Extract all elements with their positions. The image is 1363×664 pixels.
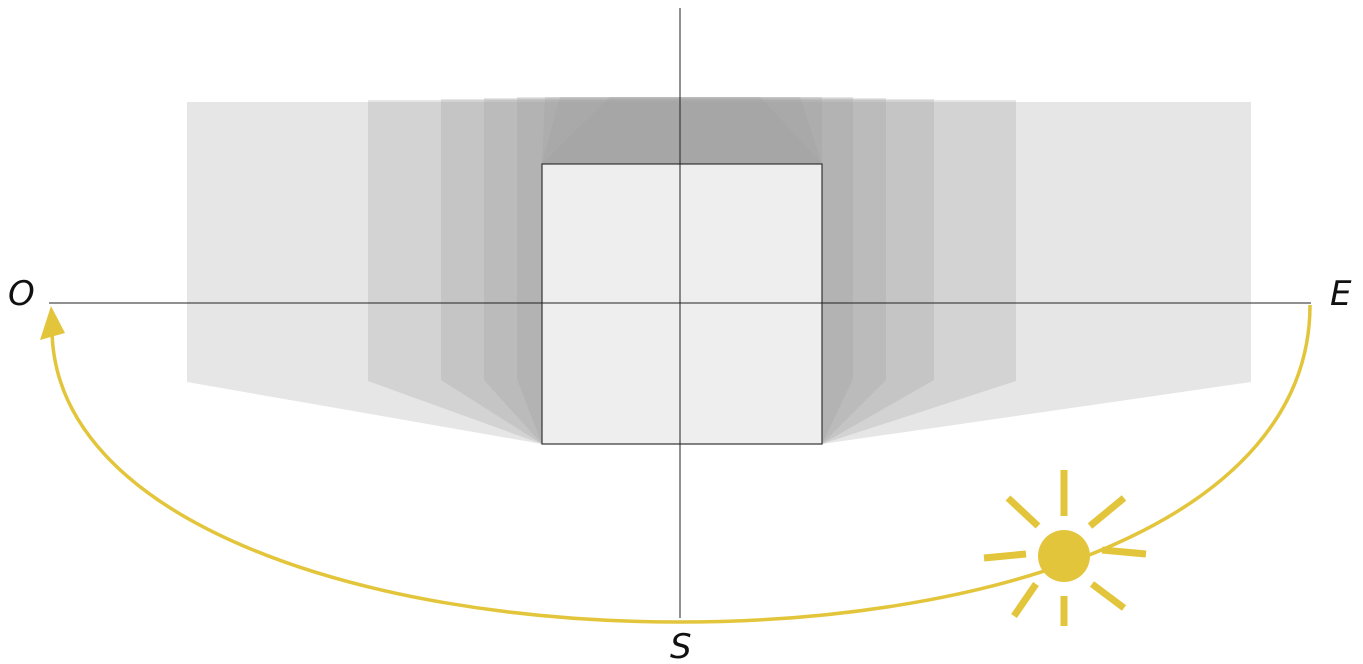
sun-path-arc <box>50 304 1312 624</box>
shadow-layer <box>542 97 822 164</box>
sun-icon <box>983 470 1147 626</box>
building-square <box>541 163 823 445</box>
arrowhead-icon <box>40 306 65 340</box>
label-west: O <box>8 274 35 314</box>
label-south: S <box>670 627 692 664</box>
label-east: E <box>1330 274 1352 314</box>
shadow-layer <box>542 97 822 164</box>
shadow-layer <box>542 97 822 164</box>
